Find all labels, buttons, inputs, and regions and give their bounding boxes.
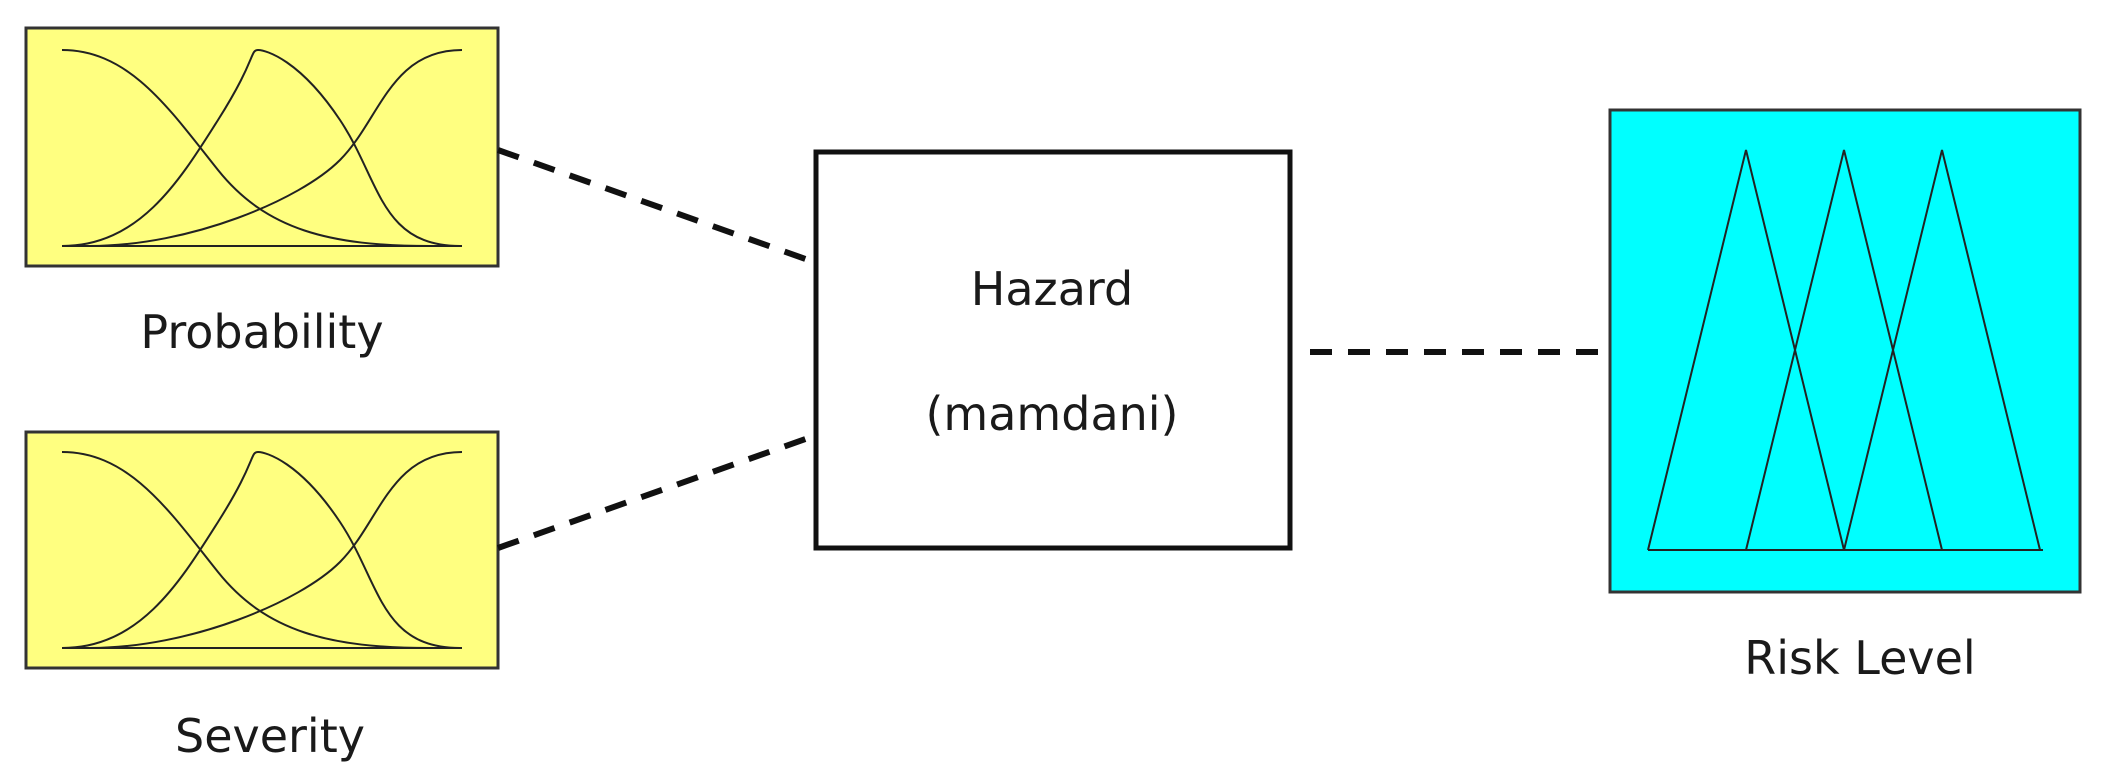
risk-level-membership-box (1608, 108, 2082, 594)
connector-probability-to-system (496, 147, 816, 265)
severity-label: Severity (175, 709, 365, 763)
severity-mf-high-curve (89, 451, 463, 649)
connector-severity-to-system (496, 433, 816, 551)
risk-level-mf-medium-triangle (1745, 149, 1943, 551)
output-block-risk-level: Risk Level (1608, 108, 2082, 685)
probability-membership-box (24, 26, 500, 268)
system-name: Hazard (971, 262, 1133, 316)
probability-mf-high-curve (89, 49, 463, 247)
input-block-probability: Probability (24, 26, 500, 359)
inference-system-block: Hazard (mamdani) (813, 149, 1293, 551)
risk-level-label: Risk Level (1744, 631, 1975, 685)
probability-mf-medium-curve (61, 48, 461, 247)
system-box (813, 149, 1293, 551)
severity-membership-box (24, 430, 500, 670)
severity-mf-low-curve (61, 451, 431, 649)
risk-level-mf-high-triangle (1843, 149, 2041, 551)
system-type: (mamdani) (925, 387, 1178, 441)
risk-level-mf-low-triangle (1647, 149, 1845, 551)
input-block-severity: Severity (24, 430, 500, 763)
probability-mf-low-curve (61, 49, 431, 247)
probability-label: Probability (140, 305, 383, 359)
severity-mf-medium-curve (61, 450, 461, 649)
